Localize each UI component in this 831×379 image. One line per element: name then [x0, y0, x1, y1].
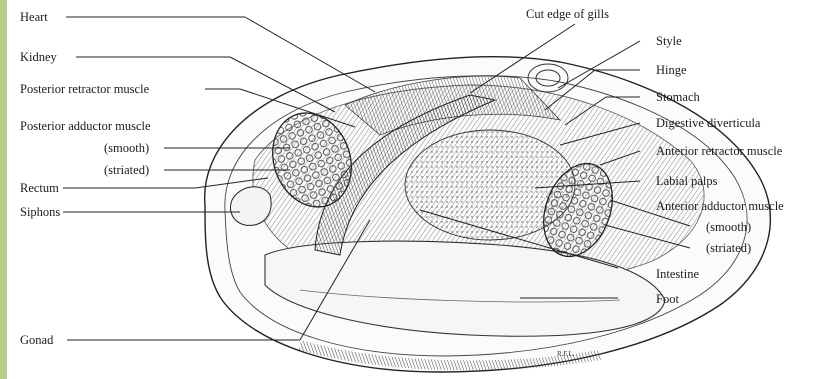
- label-stomach: Stomach: [656, 90, 700, 104]
- label-heart: Heart: [20, 10, 48, 24]
- label-smooth-left: (smooth): [104, 141, 149, 155]
- label-striated-right: (striated): [706, 241, 751, 255]
- label-rectum: Rectum: [20, 181, 59, 195]
- label-anterior-retractor-muscle: Anterior retractor muscle: [656, 144, 782, 158]
- label-digestive-diverticula: Digestive diverticula: [656, 116, 760, 130]
- label-posterior-retractor-muscle: Posterior retractor muscle: [20, 82, 149, 96]
- label-hinge: Hinge: [656, 63, 687, 77]
- label-foot: Foot: [656, 292, 679, 306]
- label-intestine: Intestine: [656, 267, 699, 281]
- label-cut-edge-of-gills: Cut edge of gills: [526, 7, 609, 21]
- artist-mark: R.F.L.: [557, 350, 575, 358]
- label-labial-palps: Labial palps: [656, 174, 717, 188]
- label-siphons: Siphons: [20, 205, 60, 219]
- label-gonad: Gonad: [20, 333, 53, 347]
- label-kidney: Kidney: [20, 50, 57, 64]
- label-posterior-adductor-muscle: Posterior adductor muscle: [20, 119, 151, 133]
- label-style: Style: [656, 34, 682, 48]
- label-smooth-right: (smooth): [706, 220, 751, 234]
- label-striated-left: (striated): [104, 163, 149, 177]
- label-anterior-adductor-muscle: Anterior adductor muscle: [656, 199, 784, 213]
